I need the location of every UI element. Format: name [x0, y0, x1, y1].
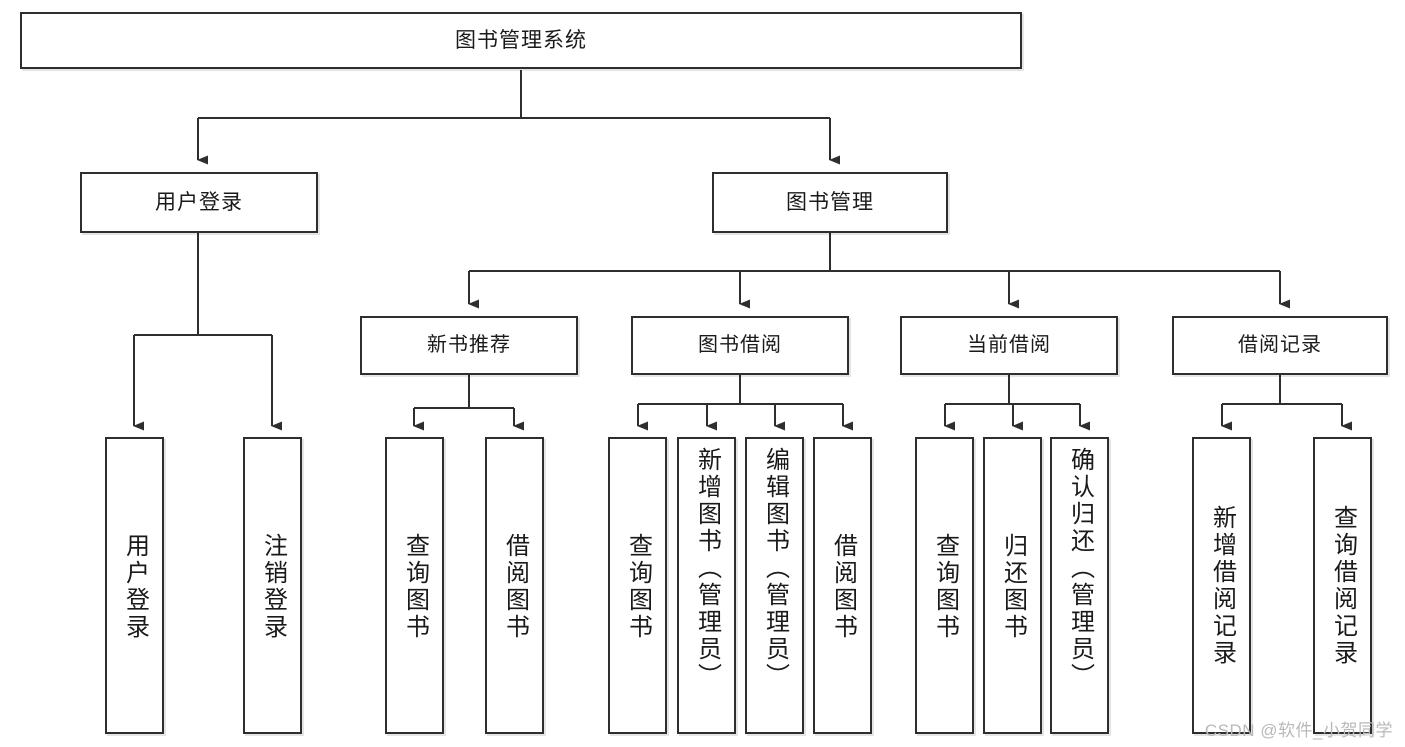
watermark-text: CSDN @软件_小贺同学 — [1204, 721, 1393, 740]
node-new-book-recommend[interactable]: 新书推荐 — [360, 316, 578, 375]
leaf-add-book[interactable]: 新增图书（管理员） — [677, 437, 736, 734]
node-user-login[interactable]: 用户登录 — [80, 172, 318, 233]
node-root-label: 图书管理系统 — [455, 28, 587, 52]
node-book-borrow[interactable]: 图书借阅 — [631, 316, 849, 375]
node-book-manage-label: 图书管理 — [786, 190, 874, 214]
leaf-query-book-1-label: 查询图书 — [401, 533, 429, 641]
node-borrow-record[interactable]: 借阅记录 — [1172, 316, 1388, 375]
leaf-query-record-label: 查询借阅记录 — [1329, 505, 1357, 667]
node-book-manage[interactable]: 图书管理 — [712, 172, 948, 233]
node-book-borrow-label: 图书借阅 — [698, 334, 782, 357]
leaf-query-book-2[interactable]: 查询图书 — [608, 437, 667, 734]
node-new-book-recommend-label: 新书推荐 — [427, 334, 511, 357]
node-current-borrow-label: 当前借阅 — [967, 334, 1051, 357]
node-user-login-label: 用户登录 — [155, 190, 243, 214]
leaf-borrow-book-1[interactable]: 借阅图书 — [485, 437, 544, 734]
leaf-query-record[interactable]: 查询借阅记录 — [1313, 437, 1372, 734]
leaf-query-book-3[interactable]: 查询图书 — [915, 437, 974, 734]
leaf-add-record[interactable]: 新增借阅记录 — [1192, 437, 1251, 734]
leaf-borrow-book-2[interactable]: 借阅图书 — [813, 437, 872, 734]
leaf-borrow-book-1-label: 借阅图书 — [501, 533, 529, 641]
leaf-edit-book[interactable]: 编辑图书（管理员） — [745, 437, 804, 734]
leaf-query-book-2-label: 查询图书 — [624, 533, 652, 641]
leaf-return-book-label: 归还图书 — [999, 533, 1027, 641]
leaf-add-book-label: 新增图书（管理员） — [693, 447, 721, 690]
leaf-return-book[interactable]: 归还图书 — [983, 437, 1042, 734]
leaf-logout[interactable]: 注销登录 — [243, 437, 302, 734]
leaf-borrow-book-2-label: 借阅图书 — [829, 533, 857, 641]
leaf-query-book-3-label: 查询图书 — [931, 533, 959, 641]
node-current-borrow[interactable]: 当前借阅 — [900, 316, 1118, 375]
leaf-logout-label: 注销登录 — [259, 533, 287, 641]
node-root[interactable]: 图书管理系统 — [20, 12, 1022, 69]
node-borrow-record-label: 借阅记录 — [1238, 334, 1322, 357]
leaf-edit-book-label: 编辑图书（管理员） — [761, 447, 789, 690]
leaf-add-record-label: 新增借阅记录 — [1208, 505, 1236, 667]
leaf-confirm-return-label: 确认归还（管理员） — [1066, 447, 1094, 690]
leaf-user-login-label: 用户登录 — [121, 533, 149, 641]
leaf-confirm-return[interactable]: 确认归还（管理员） — [1050, 437, 1109, 734]
leaf-query-book-1[interactable]: 查询图书 — [385, 437, 444, 734]
leaf-user-login[interactable]: 用户登录 — [105, 437, 164, 734]
